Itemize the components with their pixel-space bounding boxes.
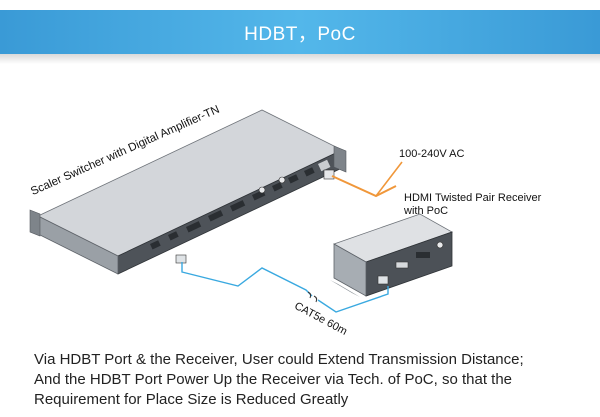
caption-line2: And the HDBT Port Power Up the Receiver … bbox=[34, 371, 513, 388]
caption-line3: Requirement for Place Size is Reduced Gr… bbox=[34, 391, 349, 408]
banner-title: HDBT，PoC bbox=[244, 23, 356, 45]
caption-line1: Via HDBT Port & the Receiver, User could… bbox=[34, 351, 524, 368]
receiver-rj45-port bbox=[377, 275, 389, 285]
power-cable bbox=[331, 175, 397, 198]
hdmi-receiver-device bbox=[330, 213, 453, 297]
banner-shadow bbox=[0, 54, 600, 64]
power-socket bbox=[323, 169, 335, 180]
receiver-label-line2: with PoC bbox=[404, 205, 449, 217]
network-cable-break bbox=[307, 291, 318, 303]
network-cable bbox=[181, 262, 389, 313]
header-banner: HDBT，PoC bbox=[0, 10, 600, 54]
hdbt-port bbox=[175, 254, 187, 264]
receiver-label: HDMI Twisted Pair Receiver with PoC bbox=[404, 192, 594, 218]
caption: Via HDBT Port & the Receiver, User could… bbox=[34, 350, 594, 410]
power-cable-lead bbox=[375, 161, 403, 197]
scaler-switcher-device bbox=[29, 109, 347, 275]
receiver-hdmi-port bbox=[395, 261, 409, 269]
power-label: 100-240V AC bbox=[399, 148, 465, 160]
switcher-rear-ports bbox=[150, 159, 331, 250]
receiver-label-line1: HDMI Twisted Pair Receiver bbox=[404, 192, 542, 204]
